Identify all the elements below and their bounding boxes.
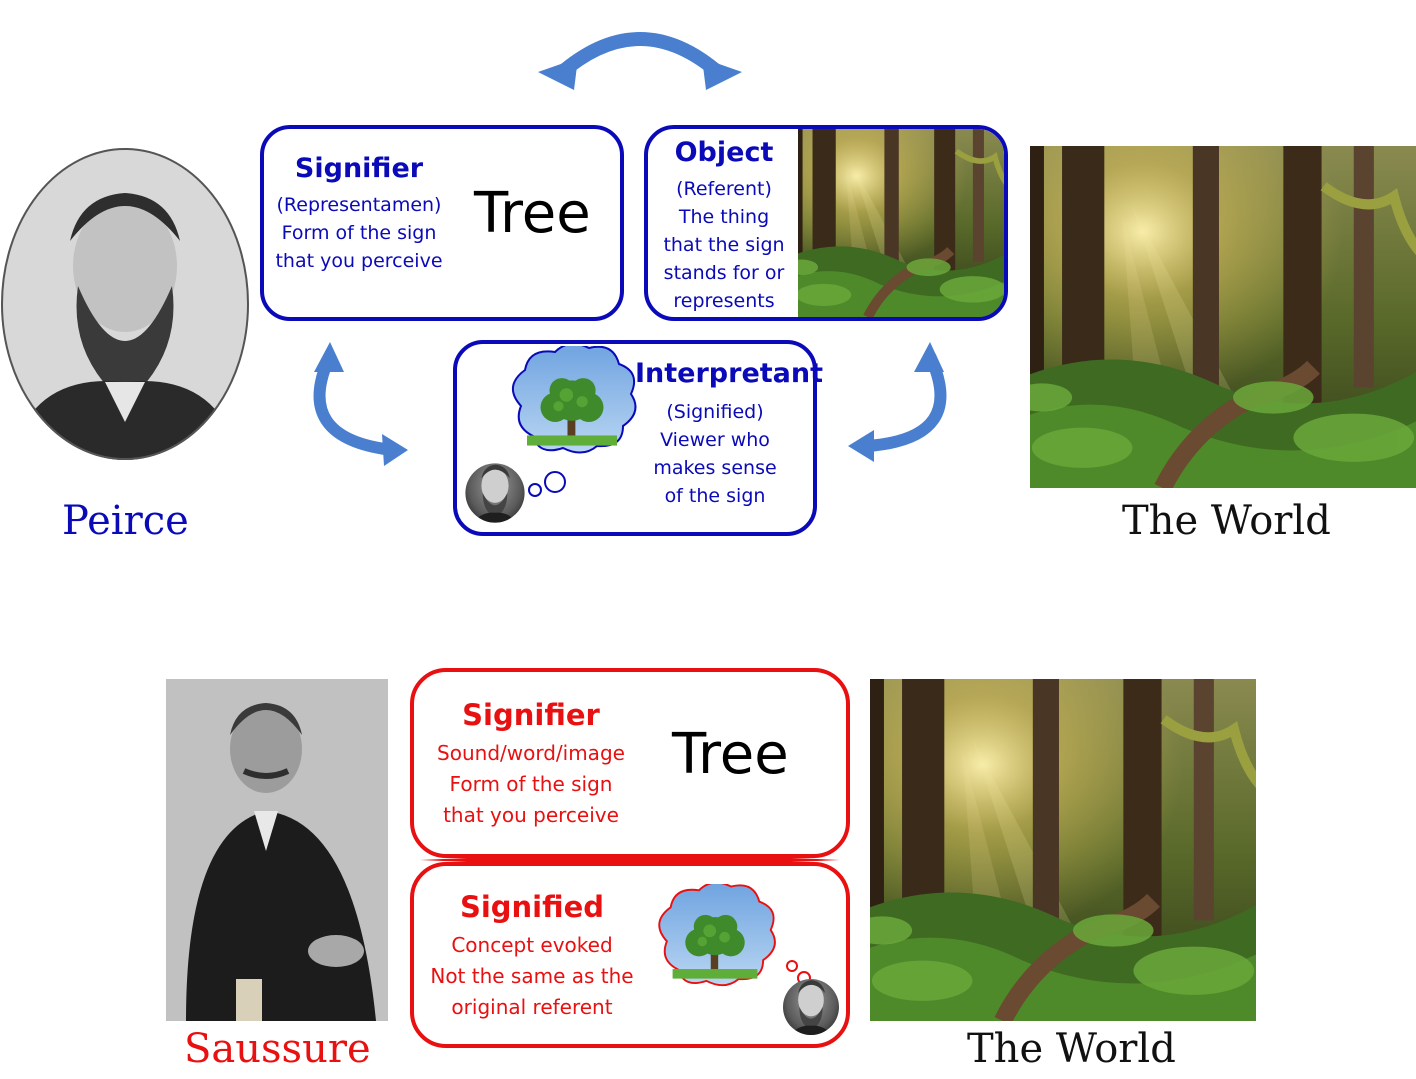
peirce-signifier-box: Signifier (Representamen) Form of the si… bbox=[260, 125, 624, 321]
saussure-small-portrait bbox=[783, 979, 839, 1035]
saussure-name: Saussure bbox=[184, 1026, 371, 1072]
saussure-signified-title: Signified bbox=[459, 890, 605, 924]
peirce-name: Peirce bbox=[62, 498, 189, 544]
saussure-signifier-word: Tree bbox=[672, 722, 789, 787]
saussure-world-image bbox=[870, 679, 1256, 1021]
peirce-signifier-word: Tree bbox=[474, 181, 591, 246]
top-double-arrow-icon bbox=[538, 32, 742, 90]
thought-cloud-icon bbox=[512, 346, 637, 454]
peirce-interpretant-box: Interpretant (Signified) Viewer who make… bbox=[453, 340, 824, 536]
saussure-signifier-box: Signifier Sound/word/image Form of the s… bbox=[410, 668, 850, 858]
saussure-thought-cloud-icon bbox=[658, 884, 776, 987]
desc-line: that the sign bbox=[663, 234, 785, 256]
saussure-signified-desc: Concept evoked Not the same as the origi… bbox=[414, 930, 650, 1023]
saussure-signifier-title: Signifier bbox=[462, 698, 600, 732]
desc-line: (Representamen) bbox=[276, 194, 442, 216]
peirce-world-caption: The World bbox=[1122, 498, 1331, 544]
peirce-object-desc: (Referent) The thing that the sign stand… bbox=[648, 175, 800, 315]
peirce-object-title: Object bbox=[674, 137, 774, 168]
desc-line: Sound/word/image bbox=[437, 741, 625, 765]
desc-line: Viewer who bbox=[660, 429, 770, 451]
saussure-signified-box: Signified Concept evoked Not the same as… bbox=[410, 862, 850, 1048]
desc-line: stands for or bbox=[663, 262, 785, 284]
saussure-world-caption: The World bbox=[967, 1026, 1176, 1072]
desc-line: that you perceive bbox=[275, 250, 443, 272]
desc-line: Form of the sign bbox=[449, 772, 613, 796]
peirce-object-box: Object (Referent) The thing that the sig… bbox=[644, 125, 1008, 321]
peirce-signifier-title: Signifier bbox=[294, 153, 424, 184]
peirce-portrait bbox=[1, 148, 249, 460]
desc-line: Form of the sign bbox=[281, 222, 437, 244]
desc-line: Not the same as the bbox=[430, 964, 634, 988]
right-curved-arrow-icon bbox=[848, 342, 947, 462]
saussure-signifier-desc: Sound/word/image Form of the sign that y… bbox=[414, 738, 648, 831]
peirce-small-portrait bbox=[465, 463, 525, 523]
peirce-world-image bbox=[1030, 146, 1416, 488]
desc-line: (Referent) bbox=[676, 178, 772, 200]
left-curved-arrow-icon bbox=[313, 342, 408, 466]
peirce-interpretant-title: Interpretant bbox=[635, 358, 824, 389]
desc-line: Concept evoked bbox=[451, 933, 613, 957]
desc-line: of the sign bbox=[664, 485, 766, 507]
desc-line: represents bbox=[673, 290, 775, 312]
desc-line: The thing bbox=[678, 206, 770, 228]
peirce-interpretant-desc: (Signified) Viewer who makes sense of th… bbox=[635, 398, 795, 510]
peirce-signifier-desc: (Representamen) Form of the sign that yo… bbox=[264, 191, 454, 275]
saussure-portrait bbox=[166, 679, 388, 1021]
thought-bubble-dots-icon bbox=[528, 471, 566, 497]
object-forest-image bbox=[798, 129, 1004, 317]
desc-line: (Signified) bbox=[666, 401, 764, 423]
desc-line: original referent bbox=[451, 995, 613, 1019]
desc-line: that you perceive bbox=[443, 803, 619, 827]
desc-line: makes sense bbox=[653, 457, 777, 479]
